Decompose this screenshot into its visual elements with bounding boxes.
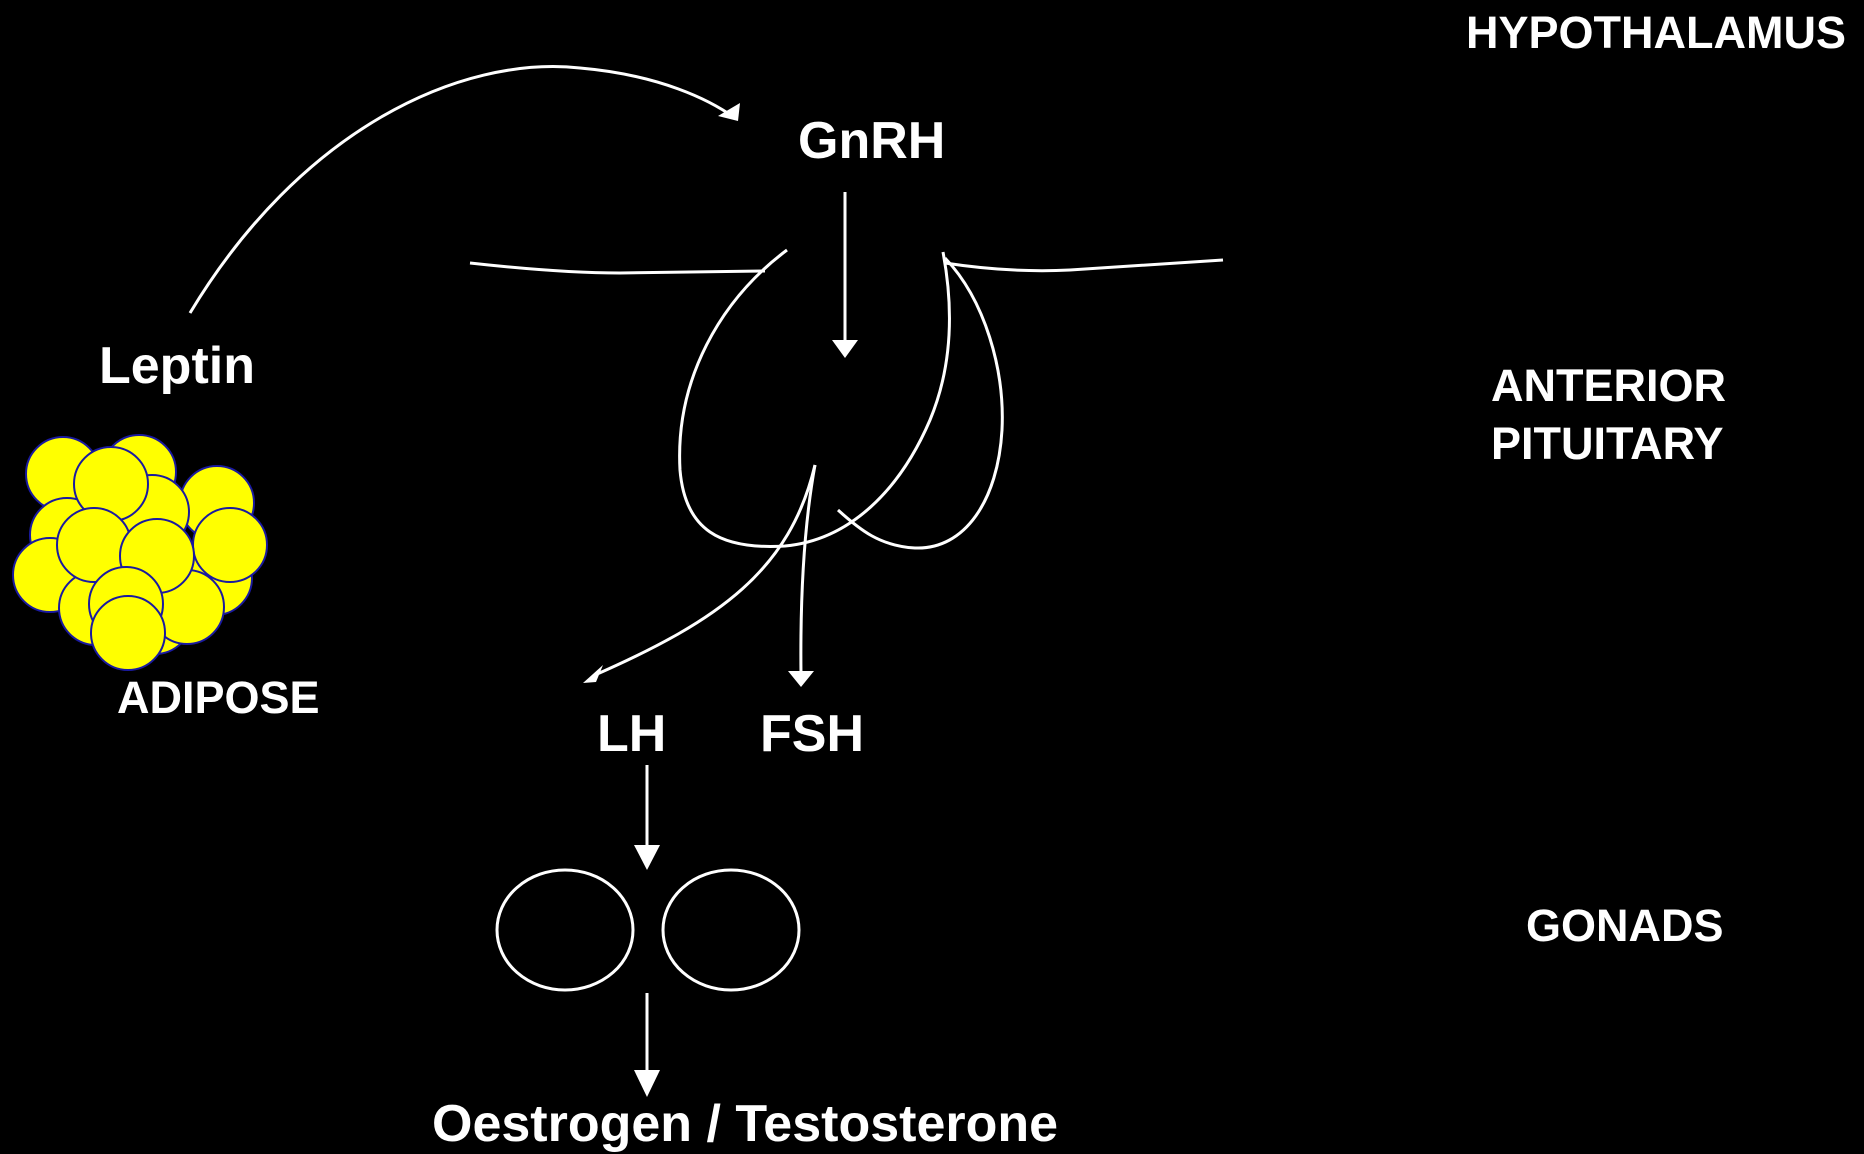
lh-label: LH [597, 708, 666, 760]
fsh-label: FSH [760, 708, 864, 760]
leptin-to-gnrh-arrow [190, 67, 735, 313]
fat-cell [91, 596, 165, 670]
fat-cell [193, 508, 267, 582]
steroids-arrowhead [634, 1070, 660, 1097]
lh-gonads-arrowhead [634, 845, 660, 870]
anterior-pituitary-line1: ANTERIOR [1491, 357, 1726, 415]
hypothalamus-floor-left [470, 263, 765, 273]
adipose-cluster [13, 435, 267, 670]
sex-steroids-label: Oestrogen / Testosterone [432, 1098, 1058, 1150]
leptin-label: Leptin [99, 340, 255, 392]
gonad-left [497, 870, 633, 990]
gonad-right [663, 870, 799, 990]
gnrh-label: GnRH [798, 115, 945, 167]
pituitary-to-lh-arrow [595, 465, 815, 675]
hypothalamus-label: HYPOTHALAMUS [1466, 10, 1846, 55]
pituitary-anterior-lobe [680, 250, 950, 546]
anterior-pituitary-label: ANTERIOR PITUITARY [1491, 357, 1726, 473]
pituitary-to-fsh-arrow [801, 465, 815, 675]
gnrh-arrowhead [832, 340, 858, 358]
gonads-label: GONADS [1526, 903, 1724, 948]
hypothalamus-floor-right [945, 260, 1223, 271]
anterior-pituitary-line2: PITUITARY [1491, 415, 1726, 473]
adipose-label: ADIPOSE [117, 675, 320, 720]
pituitary-posterior-lobe [838, 258, 1002, 548]
leptin-arrowhead [718, 103, 740, 121]
fsh-arrowhead [788, 671, 814, 687]
